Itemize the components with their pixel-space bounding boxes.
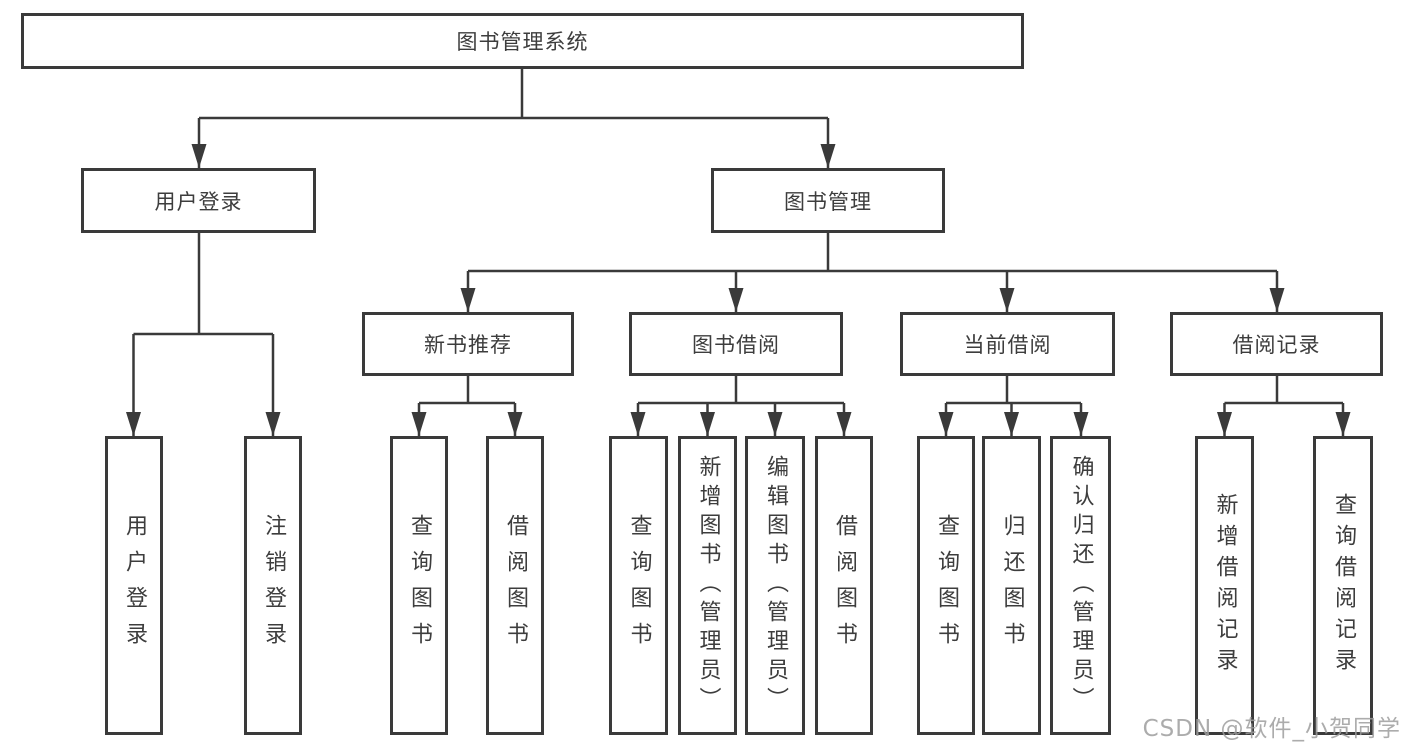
node-book-management: 图书管理 (711, 168, 945, 233)
node-leaf-bb-query-books: 查询图书 (609, 436, 668, 735)
node-leaf-br-query-record: 查询借阅记录 (1313, 436, 1373, 735)
node-leaf-user-login: 用户登录 (105, 436, 163, 735)
node-leaf-nb-borrow-books: 借阅图书 (486, 436, 544, 735)
node-leaf-nb-query-books: 查询图书 (390, 436, 448, 735)
csdn-watermark: CSDN @软件_小贺同学 (1142, 716, 1401, 742)
node-leaf-bb-add-books-admin: 新增图书（管理员） (678, 436, 737, 735)
node-leaf-bb-edit-books-admin: 编辑图书（管理员） (745, 436, 805, 735)
node-leaf-cb-query-books: 查询图书 (917, 436, 975, 735)
node-system-root: 图书管理系统 (21, 13, 1024, 69)
node-borrow-records: 借阅记录 (1170, 312, 1383, 376)
node-leaf-cb-confirm-return-admin: 确认归还（管理员） (1050, 436, 1111, 735)
node-current-borrow: 当前借阅 (900, 312, 1115, 376)
node-new-book-recommend: 新书推荐 (362, 312, 574, 376)
node-leaf-cb-return-books: 归还图书 (982, 436, 1041, 735)
node-leaf-logout: 注销登录 (244, 436, 302, 735)
node-user-login: 用户登录 (81, 168, 316, 233)
node-book-borrow: 图书借阅 (629, 312, 843, 376)
node-leaf-br-add-record: 新增借阅记录 (1195, 436, 1254, 735)
node-leaf-bb-borrow-books: 借阅图书 (815, 436, 873, 735)
